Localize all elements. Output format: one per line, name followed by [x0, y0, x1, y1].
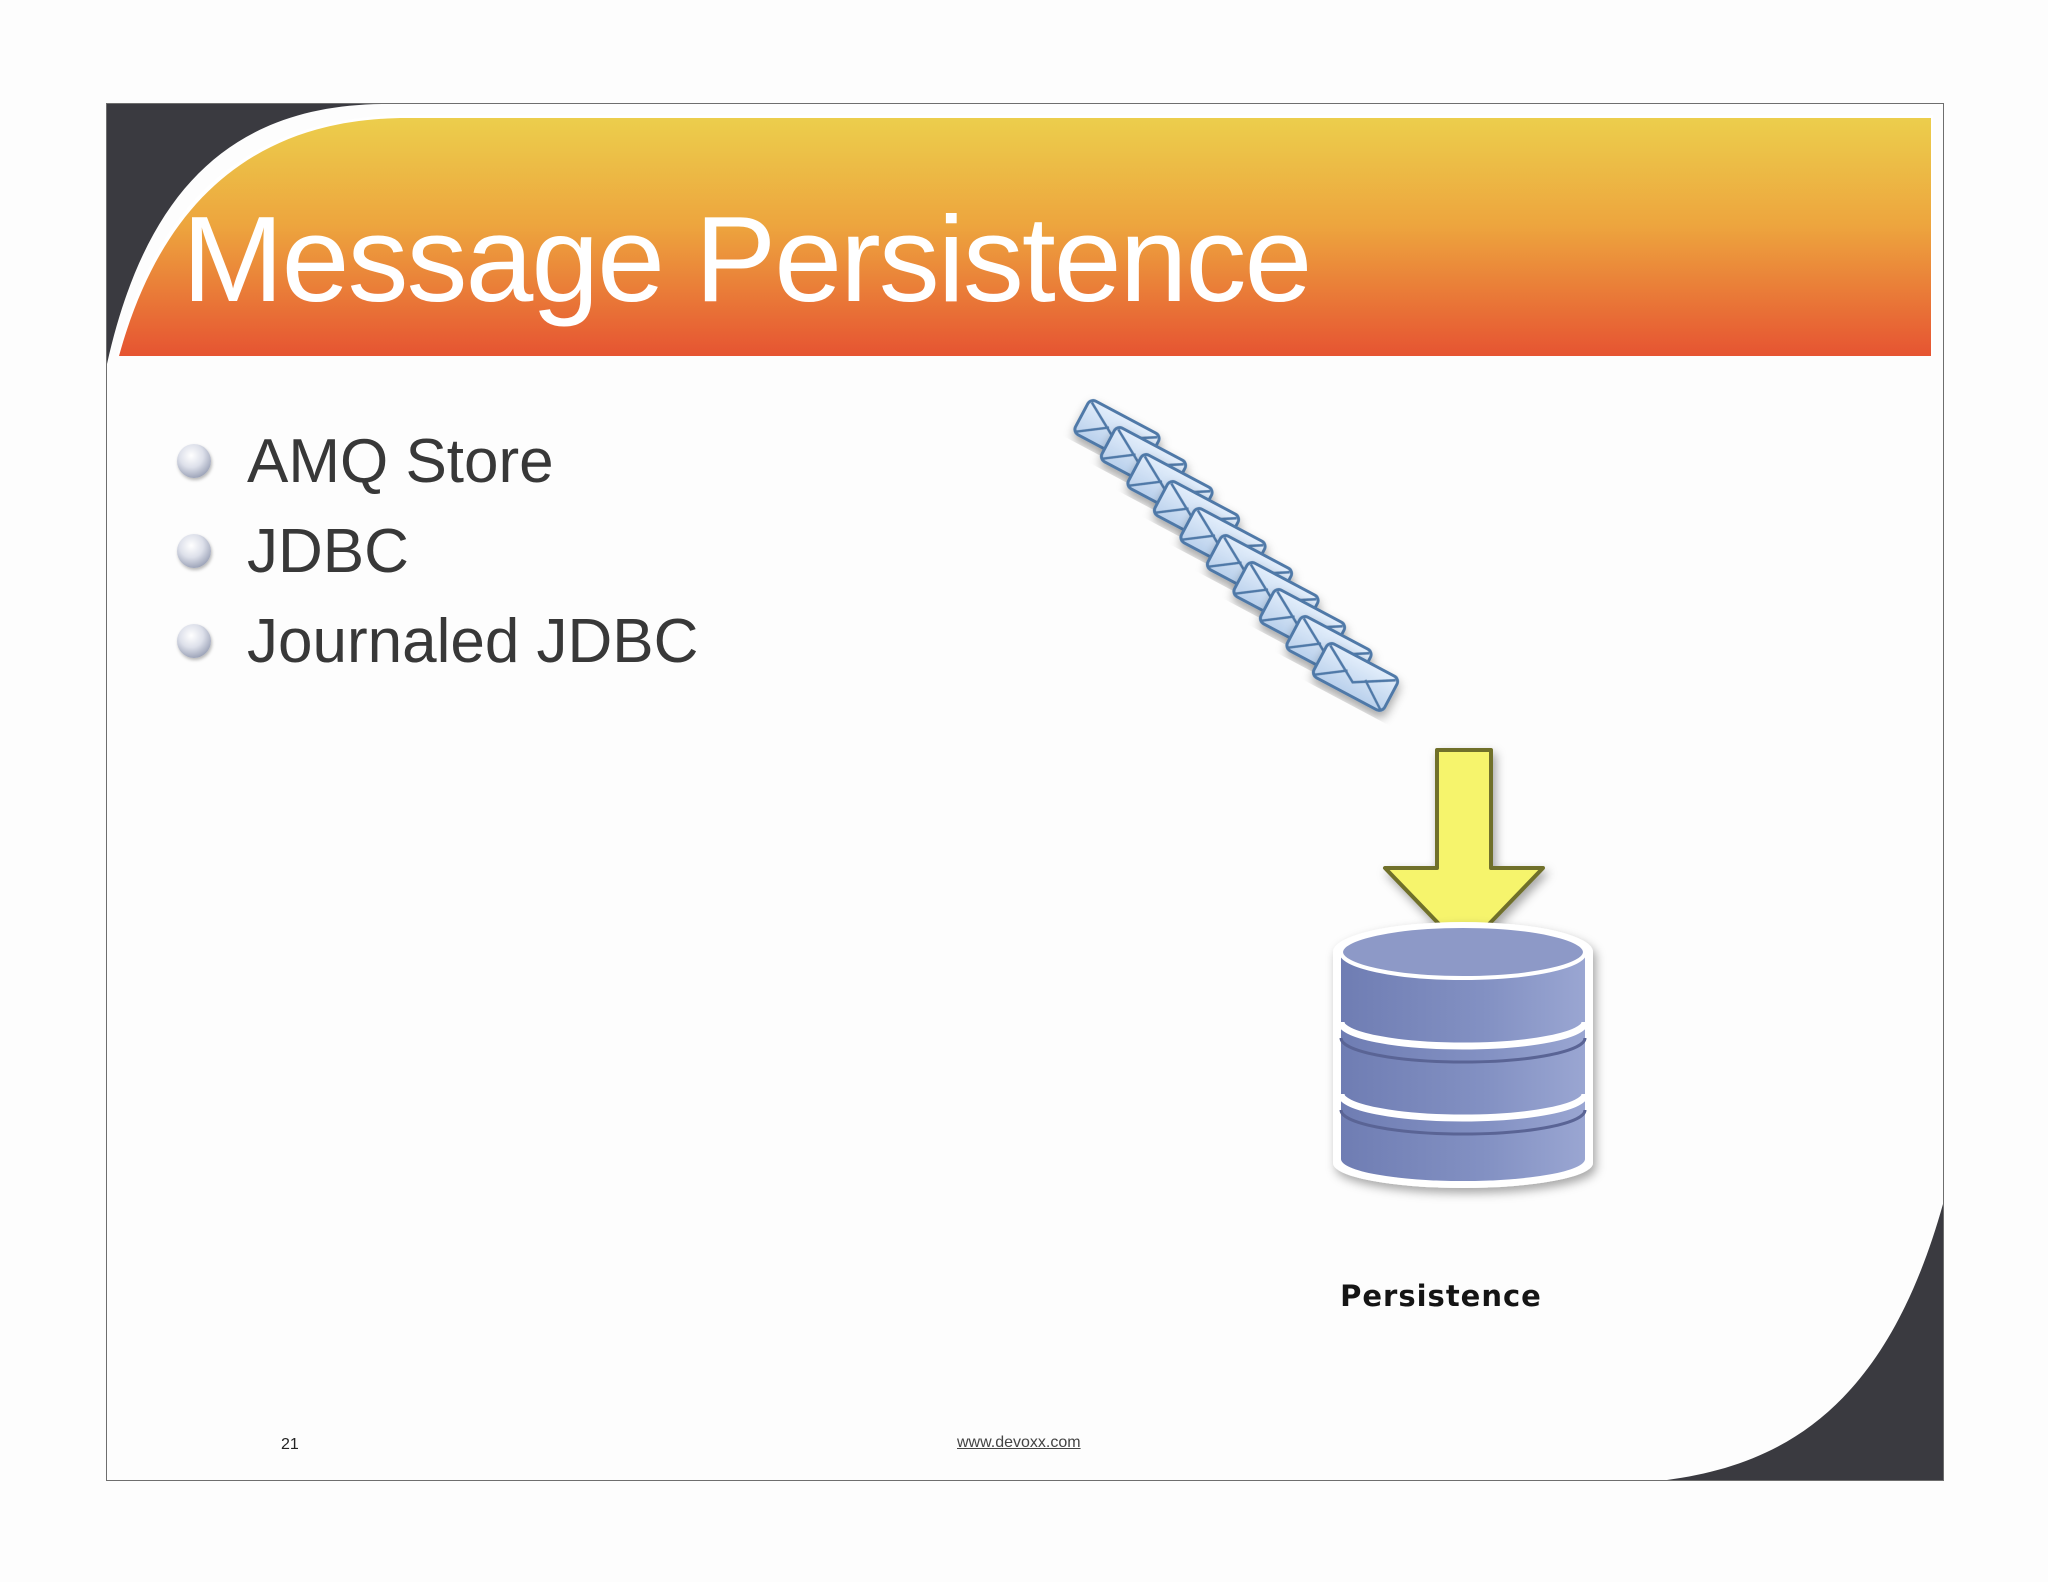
- header-band: [119, 118, 1931, 356]
- bullet-text: Journaled JDBC: [247, 606, 699, 676]
- bullet-list: AMQ Store JDBC Journaled JDBC: [177, 416, 698, 686]
- top-left-swoosh: [107, 104, 387, 364]
- slide: Message Persistence AMQ Store JDBC Journ…: [106, 103, 1944, 1481]
- diagram-caption: Persistence: [1340, 1279, 1542, 1313]
- database-icon: [1333, 922, 1593, 1188]
- bullet-text: AMQ Store: [247, 426, 554, 496]
- bullet-item: Journaled JDBC: [177, 596, 698, 686]
- bullet-item: AMQ Store: [177, 416, 698, 506]
- slide-title: Message Persistence: [182, 191, 1312, 327]
- footer-link[interactable]: www.devoxx.com: [957, 1434, 1081, 1451]
- persistence-diagram: [1073, 399, 1593, 1188]
- envelope-icon: [1311, 642, 1400, 712]
- bullet-icon: [177, 624, 211, 658]
- page-number: 21: [281, 1436, 299, 1453]
- slide-decoration: [107, 104, 1943, 1480]
- arrow-down-icon: [1383, 748, 1545, 952]
- bullet-icon: [177, 444, 211, 478]
- bottom-right-swoosh: [1667, 1204, 1943, 1480]
- message-stream: [1073, 399, 1400, 712]
- bullet-item: JDBC: [177, 506, 698, 596]
- bullet-text: JDBC: [247, 516, 409, 586]
- bullet-icon: [177, 534, 211, 568]
